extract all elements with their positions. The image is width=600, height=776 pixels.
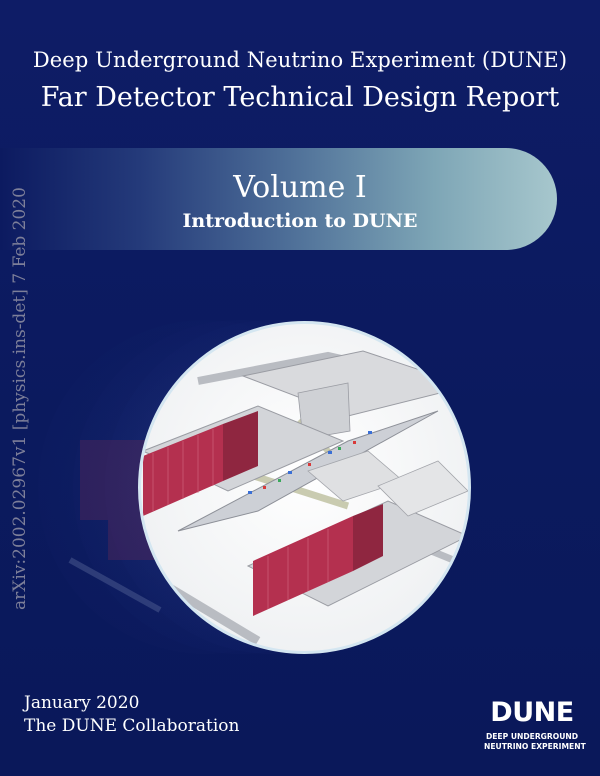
dune-logo-line2: NEUTRINO EXPERIMENT [484, 742, 586, 751]
dune-logo-line1: DEEP UNDERGROUND [485, 732, 579, 741]
far-detector-cavern-render [138, 321, 471, 654]
volume-subtitle: Introduction to DUNE [182, 210, 418, 232]
series-title: Deep Underground Neutrino Experiment (DU… [32, 48, 568, 72]
report-title: Far Detector Technical Design Report [40, 82, 560, 113]
volume-banner [0, 148, 557, 250]
dune-logo: DUNE DEEP UNDERGROUND NEUTRINO EXPERIMEN… [484, 697, 586, 758]
dune-logo-wordmark: DUNE [490, 697, 574, 728]
volume-title: Volume I [233, 170, 367, 205]
publication-date: January 2020 [24, 693, 140, 713]
author-collaboration: The DUNE Collaboration [24, 716, 240, 736]
